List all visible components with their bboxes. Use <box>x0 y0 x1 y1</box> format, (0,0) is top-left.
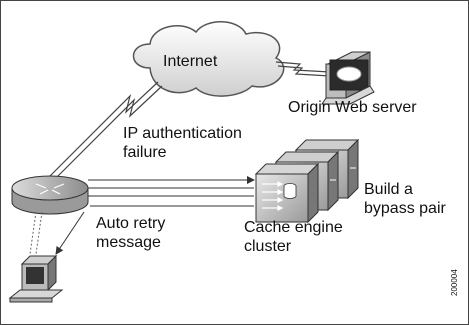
cloud-icon <box>132 21 285 97</box>
cache-engine-icon <box>254 162 356 224</box>
client-link <box>29 211 43 255</box>
build-bypass-label: Build a bypass pair <box>364 181 446 217</box>
ip-auth-failure-label: IP authentication failure <box>123 125 242 161</box>
figure-id: 200004 <box>450 269 459 296</box>
client-pc-icon <box>8 254 64 303</box>
auto-retry-arrow <box>55 211 85 255</box>
cache-cluster-label: Cache engine cluster <box>244 219 343 255</box>
server-icon <box>321 51 375 105</box>
auto-retry-label: Auto retry message <box>96 215 166 251</box>
origin-server-label: Origin Web server <box>288 99 417 116</box>
router-icon <box>11 175 89 215</box>
internet-label: Internet <box>163 53 218 70</box>
wan-link-cloud-server <box>275 61 331 77</box>
wan-link-router-cloud <box>47 81 163 181</box>
redirect-arrows <box>88 176 255 207</box>
